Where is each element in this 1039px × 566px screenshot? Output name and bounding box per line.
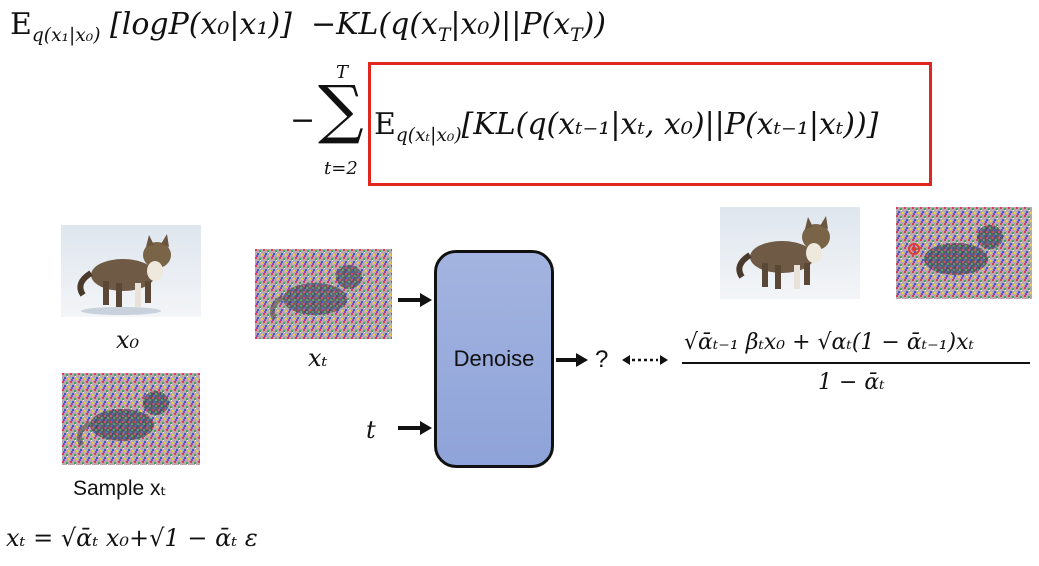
denoise-label: Denoise [453,346,535,371]
expectation-symbol: E [10,7,32,42]
denoising-matching-term: Eq(xₜ|x₀)[KL(q(xₜ₋₁|xₜ, x₀)||P(xₜ₋₁|xₜ))… [374,110,878,146]
forward-process-formula: xₜ = √ᾱₜ x₀+√1 − ᾱₜ ε [6,524,258,552]
sample-xt-label: Sample xₜ [73,477,167,500]
noisy-cat-sample [62,373,200,465]
posterior-mean-numerator: √ᾱₜ₋₁ βₜx₀ + √αₜ(1 − ᾱₜ₋₁)xₜ [684,330,974,355]
sum-minus-sign: − [290,103,316,138]
t-label: t [366,416,376,444]
prior-kl-term: −KL(q(xT|x₀)||P(xT)) [310,7,606,46]
x0-label: x₀ [116,326,140,354]
right-arrow-icon [556,353,588,367]
reconstruction-term: [logP(x₀|x₁)] [110,7,292,42]
question-mark: ? [595,346,609,373]
cat-photo-x0 [61,225,201,317]
expectation-subscript: q(x₁|x₀) [31,25,101,46]
sum-upper-limit: T [336,62,349,83]
xt-label: xₜ [308,344,328,372]
expectation-symbol-2: E [374,107,396,142]
sum-symbol: ∑ [318,73,364,147]
right-arrow-icon [398,421,432,435]
right-arrow-icon [398,293,432,307]
denoising-term-highlight-box [368,62,932,186]
cat-photo-right [720,207,860,299]
denoise-network-box: Denoise [434,250,554,468]
expectation-subscript-2: q(xₜ|x₀) [395,125,462,146]
posterior-mean-denominator: 1 − ᾱₜ [818,370,885,395]
kl-denoise-term: [KL(q(xₜ₋₁|xₜ, x₀)||P(xₜ₋₁|xₜ))] [461,107,879,142]
sum-lower-limit: t=2 [324,158,358,179]
noisy-cat-right [896,207,1032,299]
noisy-cat-xt [255,249,392,339]
double-dotted-arrow-icon [622,355,668,365]
fraction-bar [682,362,1030,364]
elbo-line-1: Eq(x₁|x₀) [logP(x₀|x₁)] −KL(q(xT|x₀)||P(… [10,10,606,46]
